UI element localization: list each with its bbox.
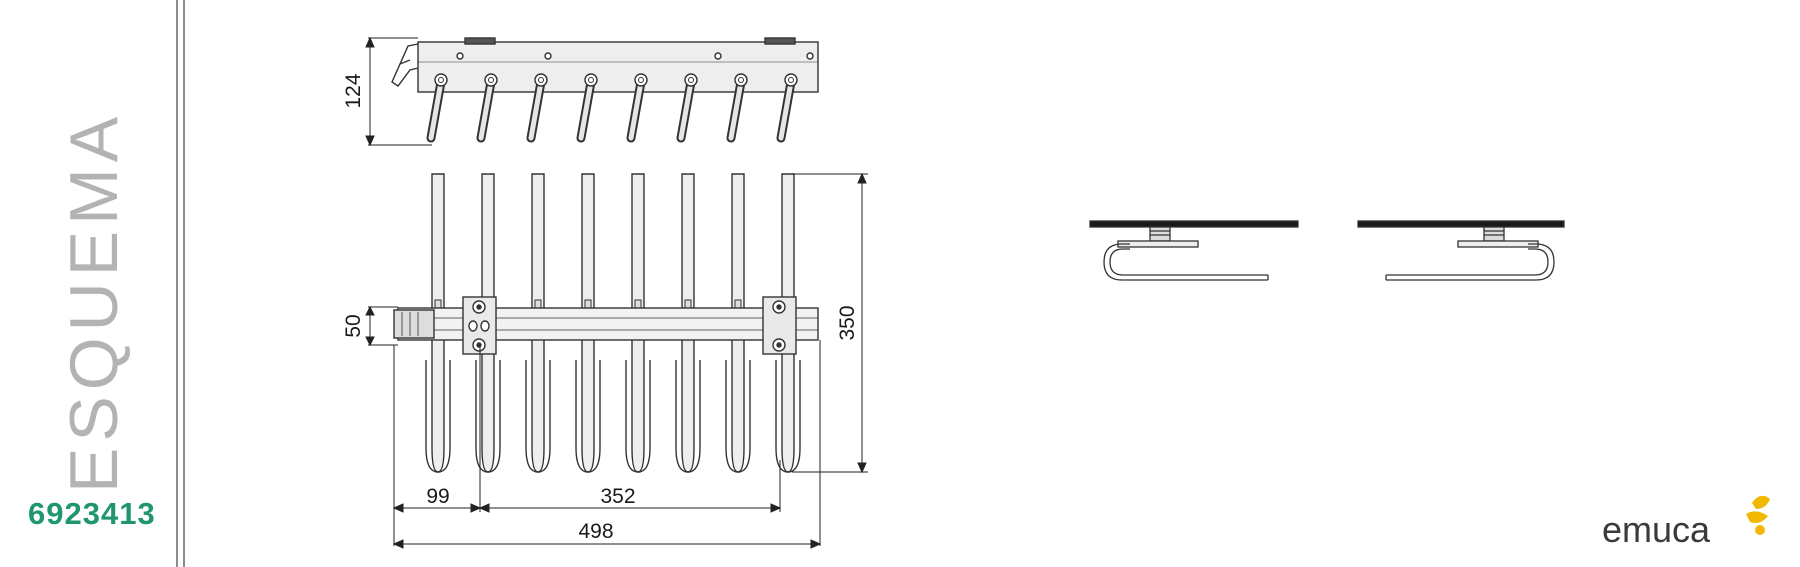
- top-view-hooks: [426, 73, 798, 143]
- top-hook-pivot: [634, 73, 648, 87]
- dimension-labels: 124 50 350 99 352 498: [342, 73, 859, 543]
- top-hook-pivot: [684, 73, 698, 87]
- emuca-logo: emuca: [1602, 495, 1770, 550]
- side-profile-left: [1089, 220, 1299, 281]
- sidebar-divider: [176, 0, 178, 567]
- top-hook-pivot: [434, 73, 448, 87]
- dim-label-50: 50: [342, 314, 365, 337]
- dim-label-352: 352: [600, 485, 635, 508]
- top-hook-pivot: [734, 73, 748, 87]
- logo-mark: [1752, 495, 1770, 509]
- logo-text: emuca: [1602, 509, 1711, 550]
- top-hook-pivot: [484, 73, 498, 87]
- front-view-rail: [393, 296, 819, 355]
- top-hook-pivot: [584, 73, 598, 87]
- dimension-lines: [365, 36, 868, 549]
- side-profile-right: [1357, 220, 1565, 281]
- top-view: [391, 37, 819, 93]
- sidebar-divider: [183, 0, 185, 567]
- dim-label-124: 124: [342, 73, 365, 108]
- dim-label-498: 498: [578, 520, 613, 543]
- product-code: 6923413: [28, 496, 156, 531]
- dim-label-99: 99: [426, 485, 449, 508]
- top-hook-pivot: [534, 73, 548, 87]
- dim-label-350: 350: [836, 305, 859, 340]
- top-hook-pivot: [784, 73, 798, 87]
